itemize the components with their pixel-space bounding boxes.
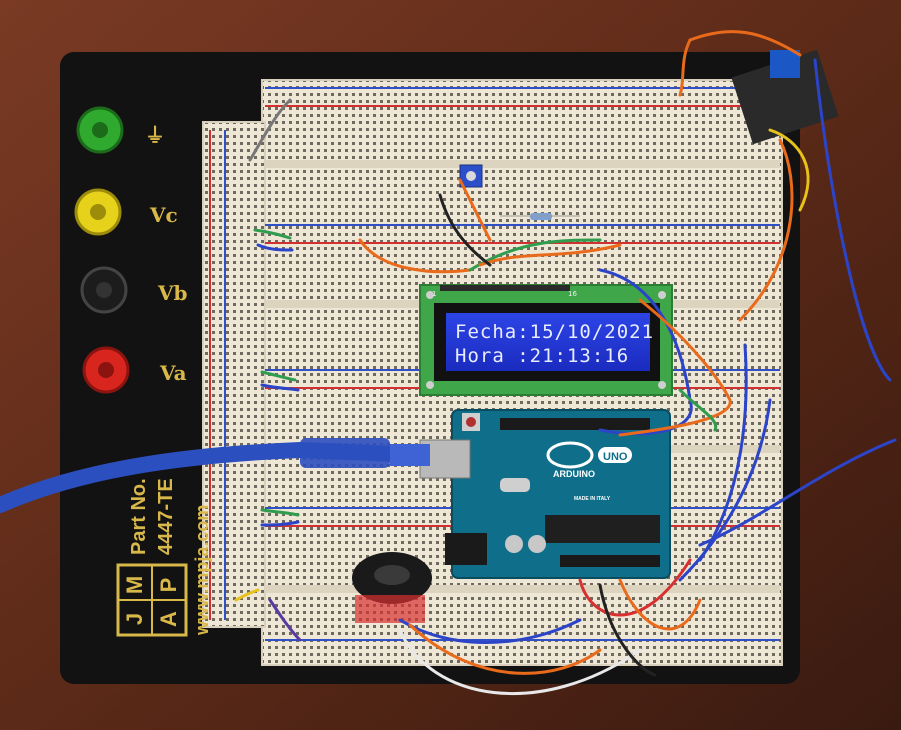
lcd-pin-label-16: 16 xyxy=(568,290,577,298)
logo-letter-m: M xyxy=(122,576,147,594)
part-no-text: Part No. xyxy=(128,478,150,555)
model-text: 4447-TE xyxy=(155,478,177,555)
vc-label: Vc xyxy=(149,203,178,227)
capacitor-1 xyxy=(505,535,523,553)
va-label: Va xyxy=(159,361,187,385)
logo-letter-j: J xyxy=(122,613,147,625)
lcd-screen xyxy=(446,313,650,371)
lcd-line-2: Hora :21:13:16 xyxy=(455,345,629,367)
website-text: www.mpja.com xyxy=(192,505,212,636)
lcd-line-1: Fecha:15/10/2021 xyxy=(455,321,654,343)
vb-label: Vb xyxy=(157,281,188,305)
binding-posts: ⏚ Vc Vb Va xyxy=(74,106,188,394)
arduino-logo xyxy=(546,441,594,469)
part-label: M P J A Part No. 4447-TE www.mpja.com xyxy=(116,478,212,637)
rtc-module xyxy=(731,49,839,145)
dc-jack xyxy=(445,533,487,565)
logo-letter-a: A xyxy=(156,611,181,627)
jumper-wires xyxy=(234,30,897,696)
crystal xyxy=(500,478,530,492)
usb-cable xyxy=(0,441,428,513)
breadboard-left-strip xyxy=(202,121,266,628)
lcd-module: Fecha:15/10/2021 Hora :21:13:16 1 16 xyxy=(419,284,673,396)
atmega-chip xyxy=(545,515,660,543)
capacitor-2 xyxy=(528,535,546,553)
arduino-model: UNO xyxy=(603,451,628,463)
logo-letter-p: P xyxy=(156,578,181,593)
lcd-pin-label-1: 1 xyxy=(432,290,436,298)
ground-symbol: ⏚ xyxy=(145,123,165,147)
made-in-italy: MADE IN ITALY xyxy=(574,496,611,502)
arduino-brand: ARDUINO xyxy=(553,469,595,479)
